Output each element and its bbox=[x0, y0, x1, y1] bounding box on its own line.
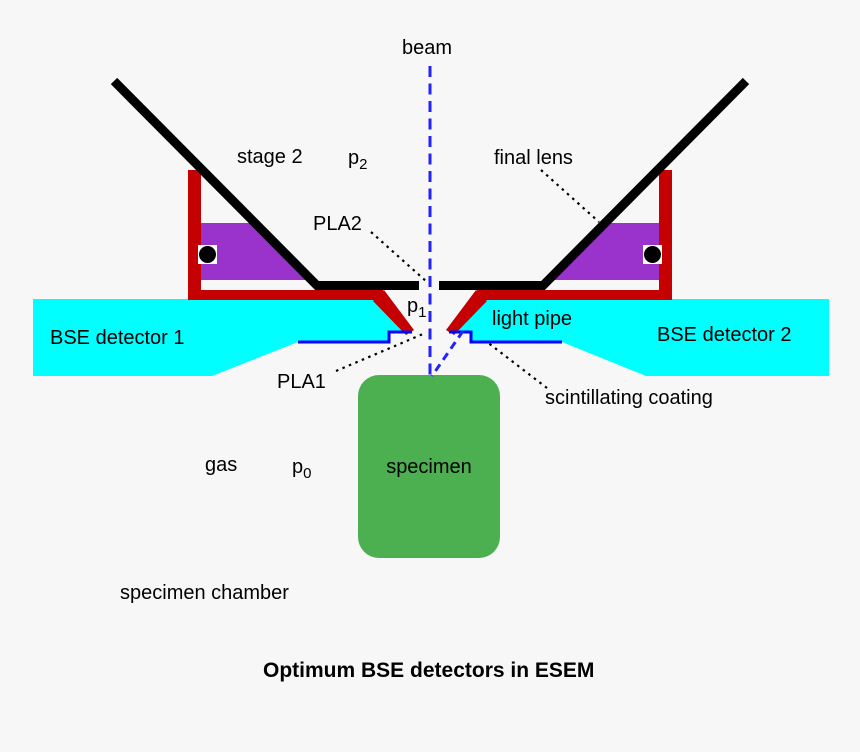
bse-detector-1-body bbox=[33, 299, 412, 376]
p1-symbol: p bbox=[407, 295, 419, 317]
pla1-cone-right bbox=[446, 290, 487, 335]
bse-trajectory-line bbox=[430, 330, 465, 377]
stage2-wall-left bbox=[188, 170, 201, 300]
scintillating-coating-left bbox=[298, 330, 412, 344]
seal-block-left bbox=[201, 223, 317, 280]
p0-subscript: 0 bbox=[303, 465, 312, 482]
label-final-lens: final lens bbox=[494, 147, 573, 169]
pla2-leader-line bbox=[370, 231, 428, 283]
scintillating-coating-leader-line bbox=[486, 341, 548, 389]
label-p2: p2 bbox=[348, 147, 367, 174]
bse-detector-2-body bbox=[448, 299, 829, 376]
label-light-pipe: light pipe bbox=[492, 308, 573, 330]
label-bse-detector-2: BSE detector 2 bbox=[657, 324, 792, 346]
label-p0: p0 bbox=[292, 456, 311, 483]
final-lens-outline-left bbox=[110, 77, 419, 290]
p2-subscript: 2 bbox=[359, 156, 368, 173]
label-beam: beam bbox=[402, 37, 453, 59]
final-lens-outline-right bbox=[439, 77, 750, 290]
specimen-block bbox=[358, 375, 500, 558]
seal-block-right bbox=[543, 223, 659, 280]
label-p1: p1 bbox=[407, 295, 426, 322]
stage2-floor-left bbox=[188, 290, 383, 300]
label-bse-detector-1: BSE detector 1 bbox=[50, 327, 185, 349]
label-scintillating-coating: scintillating coating bbox=[545, 387, 713, 409]
p1-subscript: 1 bbox=[418, 304, 427, 321]
final-lens-leader-line bbox=[540, 169, 600, 223]
pla1-leader-line bbox=[335, 332, 424, 373]
label-pla2: PLA2 bbox=[313, 213, 362, 235]
label-stage2: stage 2 bbox=[237, 146, 303, 168]
stage2-wall-right bbox=[659, 170, 672, 300]
oring-dot-right bbox=[644, 246, 661, 263]
pla1-cone-left bbox=[373, 290, 414, 335]
label-pla1: PLA1 bbox=[277, 371, 326, 393]
p2-symbol: p bbox=[348, 147, 360, 169]
p0-symbol: p bbox=[292, 456, 304, 478]
oring-dot-left bbox=[199, 246, 216, 263]
label-gas: gas bbox=[205, 454, 238, 476]
diagram-title: Optimum BSE detectors in ESEM bbox=[263, 659, 595, 682]
stage2-floor-right bbox=[477, 290, 672, 300]
label-specimen-chamber: specimen chamber bbox=[120, 582, 289, 604]
scintillating-coating-right bbox=[449, 330, 562, 344]
label-specimen: specimen bbox=[386, 456, 472, 478]
